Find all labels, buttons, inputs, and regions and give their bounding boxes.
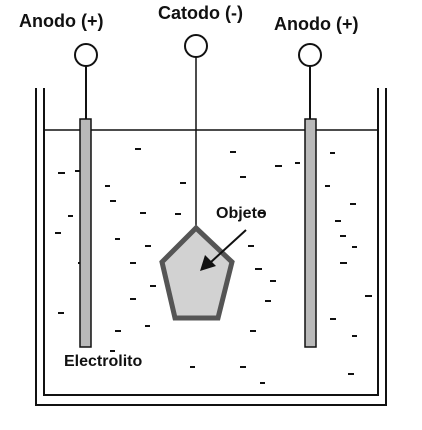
- electrolyte-particles: [55, 148, 372, 384]
- electrolyte-speck: [275, 165, 282, 167]
- tank-inner-wall: [43, 88, 379, 396]
- plated-object: [159, 224, 235, 321]
- electrolyte-speck: [180, 182, 186, 184]
- electrolyte-speck: [175, 213, 181, 215]
- electrolyte-speck: [340, 235, 346, 237]
- electrolyte-speck: [250, 330, 256, 332]
- cathode-label: Catodo (-): [158, 3, 243, 23]
- electrolyte-speck: [110, 350, 115, 352]
- object-pointer-arrow: [200, 229, 247, 271]
- electrolyte-speck: [350, 203, 356, 205]
- electrolyte-speck: [110, 200, 116, 202]
- electrolyte-speck: [135, 148, 141, 150]
- electrolyte-speck: [58, 312, 64, 314]
- cathode-terminal: [184, 34, 208, 58]
- anode-right-label: Anodo (+): [274, 14, 359, 34]
- object-label: Objeto: [216, 205, 267, 222]
- electrolyte-speck: [145, 245, 151, 247]
- electrolyte-speck: [68, 215, 73, 217]
- electrolyte-speck: [335, 220, 341, 222]
- electrolyte-speck: [140, 212, 146, 214]
- electrolyte-speck: [130, 298, 136, 300]
- electrolyte-speck: [340, 262, 347, 264]
- tank-outer-wall: [35, 88, 387, 406]
- electrolyte-speck: [240, 176, 246, 178]
- tank: [35, 88, 387, 406]
- electrolyte-speck: [240, 366, 246, 368]
- electrolyte-speck: [58, 172, 65, 174]
- anode-left-terminal: [74, 43, 98, 67]
- electrolyte-speck: [145, 325, 150, 327]
- anode-left-label: Anodo (+): [19, 11, 104, 31]
- anode-right-plate: [304, 118, 317, 348]
- anode-right-terminal: [298, 43, 322, 67]
- electrolyte-speck: [75, 170, 81, 172]
- electrolyte-label: Electrolito: [64, 353, 143, 370]
- electrolyte-speck: [248, 245, 254, 247]
- electrolyte-speck: [105, 185, 110, 187]
- electrolyte-speck: [295, 162, 300, 164]
- electrolyte-speck: [365, 295, 372, 297]
- electrolyte-speck: [330, 152, 335, 154]
- cathode: [184, 34, 208, 226]
- electrolyte-speck: [348, 373, 354, 375]
- electrolyte-speck: [115, 238, 120, 240]
- electrolyte-speck: [352, 335, 357, 337]
- electrolyte-speck: [130, 262, 136, 264]
- electrolyte-speck: [265, 300, 271, 302]
- anode-right: [298, 43, 322, 348]
- electrolyte-speck: [325, 185, 330, 187]
- electrolyte-speck: [55, 232, 61, 234]
- electrolyte-speck: [255, 268, 262, 270]
- electrolyte-speck: [190, 366, 195, 368]
- electrolyte-speck: [115, 330, 121, 332]
- electrolyte-speck: [270, 280, 276, 282]
- electrolyte-speck: [260, 382, 265, 384]
- anode-left-plate: [79, 118, 92, 348]
- electrolyte-speck: [230, 151, 236, 153]
- electrolyte-speck: [258, 212, 264, 214]
- electrolyte-speck: [150, 285, 156, 287]
- electrolyte-speck: [330, 318, 336, 320]
- electrolyte-speck: [352, 246, 357, 248]
- anode-left: [74, 43, 98, 348]
